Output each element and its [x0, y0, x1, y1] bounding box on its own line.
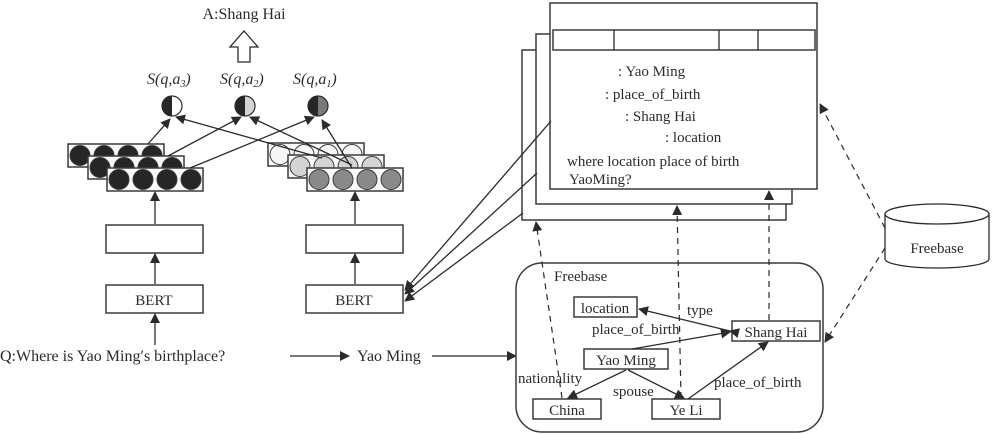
vector-cell — [180, 169, 202, 190]
vector-cell — [308, 169, 330, 190]
right-vector-stack — [267, 142, 404, 192]
vector-score-arrows — [147, 114, 353, 169]
right-bert-box — [305, 284, 404, 314]
db-to-kg-arrow — [824, 247, 886, 343]
vector-cell — [108, 169, 130, 190]
vector-cell — [132, 169, 154, 190]
answer-label: A:Shang Hai — [202, 6, 286, 23]
score-label-3: S(q,a3) — [147, 71, 191, 90]
card-header-row — [552, 29, 816, 51]
vector-cell — [156, 169, 178, 190]
right-pooling-box — [305, 224, 404, 254]
kg-node-yaoming — [583, 348, 669, 370]
card-line-query-cont: YaoMing? — [569, 172, 632, 188]
card-line-subject: : Yao Ming — [618, 64, 686, 80]
card-line-query: where location place of birth — [567, 154, 740, 170]
edge-label-place-of-birth-2: place_of_birth — [714, 375, 802, 391]
card-line-type: : location — [665, 130, 722, 146]
score-circle-1 — [307, 95, 329, 117]
svg-text:S(q,a2): S(q,a2) — [220, 71, 264, 90]
svg-text:S(q,a3): S(q,a3) — [147, 71, 191, 90]
svg-text:Shang Hai: Shang Hai — [745, 325, 808, 341]
kg-node-yeli — [651, 398, 721, 420]
svg-text:China: China — [549, 403, 585, 419]
edge-label-place-of-birth-1: place_of_birth — [592, 322, 680, 338]
card-to-bert-arrows — [404, 120, 552, 302]
left-vector-stack — [67, 143, 204, 192]
left-pooling-box — [105, 224, 204, 254]
score-label-1: S(q,a1) — [293, 71, 337, 90]
kg-to-card-dashed-arrows — [532, 190, 774, 399]
up-arrow-icon — [228, 30, 260, 63]
score-circle-2 — [234, 95, 256, 117]
score-label-2: S(q,a2) — [220, 71, 264, 90]
card-line-object: : Shang Hai — [625, 109, 696, 125]
score-circle-3 — [161, 95, 183, 117]
svg-text:Ye Li: Ye Li — [669, 403, 702, 419]
vector-cell — [69, 145, 91, 166]
kg-node-china — [532, 398, 602, 420]
left-bert-label: BERT — [135, 293, 172, 309]
edge-label-type: type — [687, 303, 713, 319]
question-text: Q:Where is Yao Ming′s birthplace? — [0, 348, 225, 365]
candidate-card-stack: : Yao Ming : place_of_birth : Shang Hai … — [521, 2, 818, 221]
card-line-relation: : place_of_birth — [605, 87, 701, 103]
svg-text:location: location — [581, 301, 630, 317]
svg-text:Yao Ming: Yao Ming — [596, 353, 656, 369]
edge-label-spouse: spouse — [613, 384, 654, 400]
kg-node-location — [573, 296, 638, 318]
edge-label-nationality: nationality — [518, 371, 583, 387]
vector-cell — [356, 169, 378, 190]
kg-title: Freebase — [554, 269, 608, 285]
svg-text:S(q,a1): S(q,a1) — [293, 71, 337, 90]
db-to-card-arrow — [819, 103, 886, 229]
database-label: Freebase — [910, 241, 964, 257]
vector-cell — [289, 156, 311, 177]
vector-cell — [332, 169, 354, 190]
freebase-database-icon — [884, 203, 990, 269]
kg-edges — [567, 306, 769, 400]
entity-text: Yao Ming — [357, 348, 421, 365]
right-bert-label: BERT — [335, 293, 372, 309]
vector-cell — [380, 169, 402, 190]
